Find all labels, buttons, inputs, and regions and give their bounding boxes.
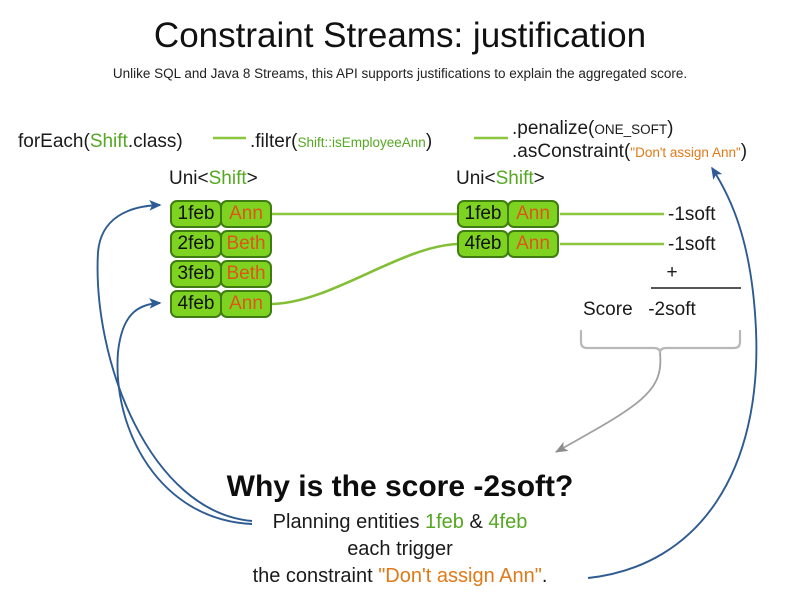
code-asconstraint-prefix: .asConstraint(	[512, 141, 631, 162]
explanation-line-3: the constraint "Don't assign Ann".	[0, 565, 800, 588]
score-brace	[579, 329, 742, 354]
score-explain-arrow	[555, 352, 662, 453]
fact-date: 3feb	[170, 260, 222, 288]
explanation-line-2: each trigger	[347, 538, 453, 560]
penalty-label: -1soft	[668, 234, 716, 255]
explanation-line3-prefix: the constraint	[252, 565, 379, 587]
fact-employee: Ann	[220, 200, 272, 228]
right-stream-type-label: Uni<Shift>	[456, 168, 545, 190]
page-title: Constraint Streams: justification	[153, 16, 647, 55]
explanation-line-1: Planning entities 1feb & 4feb	[0, 511, 800, 534]
left-stream-label-suffix: >	[246, 168, 258, 189]
explanation-line1-prefix: Planning entities	[272, 511, 425, 533]
right-fact-row[interactable]: 4feb Ann	[457, 230, 559, 258]
page-subtitle: Unlike SQL and Java 8 Streams, this API …	[112, 66, 688, 81]
fact-date: 4feb	[170, 290, 222, 318]
explanation-heading: Why is the score -2soft?	[226, 470, 574, 503]
explanation-amp: &	[463, 511, 489, 533]
right-stream-label-prefix: Uni<	[456, 168, 496, 189]
score-total: -2soft	[648, 299, 696, 320]
fact-employee: Ann	[507, 200, 559, 228]
explanation-line3-suffix: .	[541, 565, 548, 587]
code-foreach-prefix: forEach(	[18, 131, 90, 152]
code-penalize-suffix: )	[667, 118, 674, 139]
fact-employee: Beth	[220, 230, 272, 258]
code-penalize-prefix: .penalize(	[512, 118, 595, 139]
right-fact-row[interactable]: 1feb Ann	[457, 200, 559, 228]
penalty-label: -1soft	[668, 204, 716, 225]
explanation-entity-a: 1feb	[425, 511, 464, 533]
left-stream-label-prefix: Uni<	[169, 168, 209, 189]
score-operator: +	[666, 262, 678, 283]
left-fact-row[interactable]: 2feb Beth	[170, 230, 272, 258]
fact-date: 1feb	[170, 200, 222, 228]
fact-date: 1feb	[457, 200, 509, 228]
fact-date: 4feb	[457, 230, 509, 258]
stream-wire-4feb	[269, 242, 459, 306]
code-foreach-suffix: .class)	[127, 131, 183, 152]
code-foreach-type: Shift	[89, 131, 128, 152]
code-filter-arg: Shift::isEmployeeAnn	[297, 135, 426, 150]
fact-employee: Ann	[507, 230, 559, 258]
right-stream-label-type: Shift	[495, 168, 534, 189]
explanation-entity-b: 4feb	[488, 511, 528, 533]
code-asconstraint-arg: "Don't assign Ann"	[630, 145, 741, 160]
right-stream-label-suffix: >	[533, 168, 545, 189]
explanation-constraint-name: "Don't assign Ann"	[378, 565, 542, 587]
code-filter-prefix: .filter(	[250, 131, 298, 152]
left-fact-row[interactable]: 4feb Ann	[170, 290, 272, 318]
fact-employee: Beth	[220, 260, 272, 288]
left-stream-type-label: Uni<Shift>	[169, 168, 258, 190]
score-label: Score	[583, 299, 633, 320]
code-asconstraint: .asConstraint("Don't assign Ann")	[512, 141, 747, 163]
code-asconstraint-suffix: )	[740, 141, 748, 162]
fact-employee: Ann	[220, 290, 272, 318]
code-penalize: .penalize(ONE_SOFT)	[512, 118, 673, 140]
fact-date: 2feb	[170, 230, 222, 258]
left-fact-row[interactable]: 1feb Ann	[170, 200, 272, 228]
code-filter-suffix: )	[425, 131, 433, 152]
score-divider	[651, 287, 741, 289]
code-foreach: forEach(Shift.class)	[18, 131, 183, 153]
code-filter: .filter(Shift::isEmployeeAnn)	[250, 131, 432, 153]
left-fact-row[interactable]: 3feb Beth	[170, 260, 272, 288]
code-penalize-arg: ONE_SOFT	[594, 122, 668, 137]
left-stream-label-type: Shift	[208, 168, 247, 189]
